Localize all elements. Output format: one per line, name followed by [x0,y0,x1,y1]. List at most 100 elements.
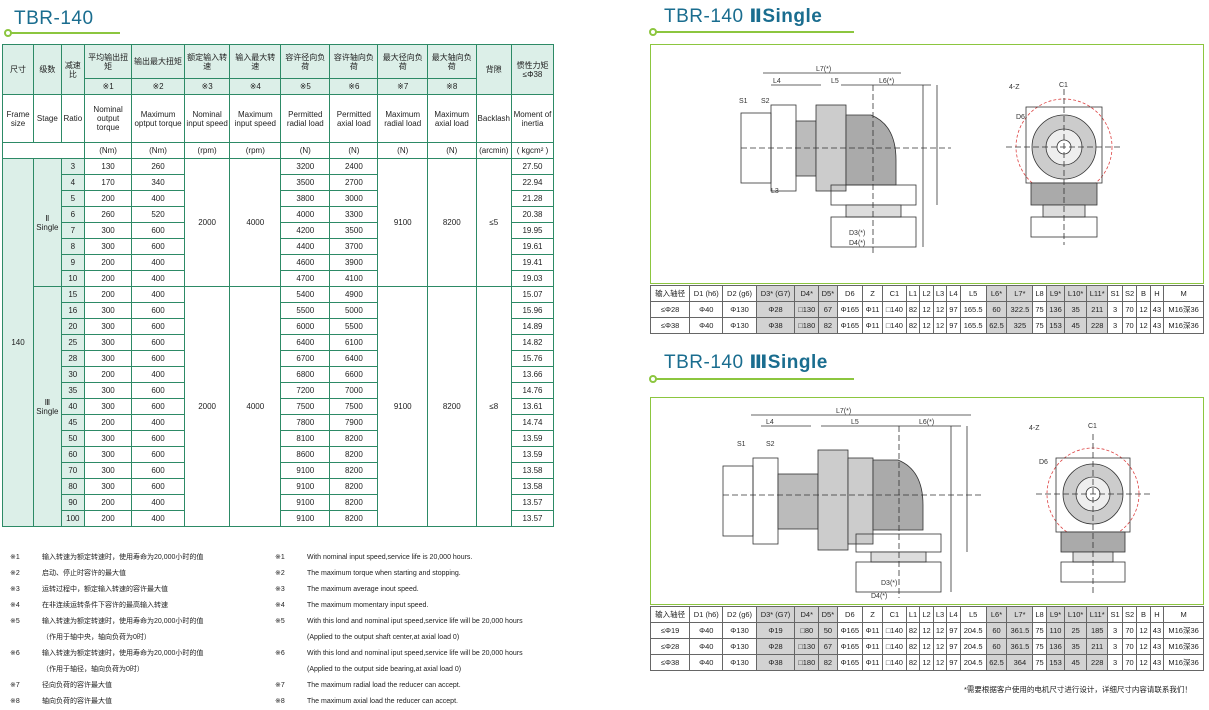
dims-cell: □140 [882,654,907,671]
dims-cell: 60 [985,622,1008,639]
dims-cell: 35 [1064,638,1088,655]
table-cell: 600 [131,462,185,479]
dims-header-cell: D4* [794,285,820,302]
table-cell: 7000 [329,382,379,399]
header-cell: Maximum axial load [426,94,477,143]
section2-drawing: L7(*) L4 L5 L6(*) S1 S2 L3 D4(*) D3(*) 4… [739,66,1121,255]
dims-cell: Φ130 [722,622,757,639]
ratio-cell: 28 [60,350,85,367]
table-cell: 300 [83,398,133,415]
note-mark: ※4 [275,602,285,609]
dims-cell: 70 [1121,622,1138,639]
dims-header-cell: S2 [1121,285,1138,302]
table-cell: 14.74 [511,414,554,431]
dims-header-cell: 输入轴径 [649,285,691,302]
dims-header-cell: D1 (h6) [689,285,724,302]
table-cell: 2000 [183,286,231,527]
dims-cell: 82 [818,317,838,334]
dims-cell: 12 [932,654,948,671]
note-line: (Applied to the output side bearing,at a… [275,662,523,678]
note-text: （作用于轴径，轴向负荷为0时） [42,666,144,673]
table-cell: 600 [131,478,185,495]
table-cell: 20.38 [511,206,554,223]
table-cell: 22.94 [511,174,554,191]
dims-cell: 97 [946,638,961,655]
dims-cell: Φ165 [836,317,864,334]
dims-header-cell: D3* (G7) [755,606,796,623]
dims-cell: ≤Φ28 [649,301,691,318]
dims-header-cell: L7* [1006,285,1034,302]
table-cell: 600 [131,430,185,447]
header-cell: Nominal output torque [83,94,133,143]
dims-cell: 153 [1045,317,1066,334]
table-cell: 6400 [280,334,331,351]
table-cell: 27.50 [511,158,554,175]
dims-cell: 12 [919,317,934,334]
left-title-dot [4,29,12,37]
dims-cell: 204.5 [959,654,987,671]
ratio-cell: 8 [60,238,85,255]
dims-header-cell: D2 (g6) [722,285,757,302]
dim-l5: L5 [831,78,839,85]
dims-cell: 60 [985,638,1008,655]
dims-cell: 12 [919,301,934,318]
dims-header-cell: L5 [959,606,987,623]
header-cell: 额定输入转速 [183,44,231,79]
dims-header-cell: L2 [919,606,934,623]
dims-header-cell: D5* [818,285,838,302]
dims-header-cell: L5 [959,285,987,302]
table-cell: 130 [83,158,133,175]
dim3-l4: L4 [766,419,774,426]
header-cell: 容许轴向负荷 [329,44,379,79]
table-cell: 600 [131,318,185,335]
table-cell: 15.07 [511,286,554,303]
table-cell: 4100 [329,270,379,287]
dims-cell: 3 [1107,301,1123,318]
dims-cell: 45 [1064,317,1088,334]
table-cell: 3500 [280,174,331,191]
table-cell: 13.66 [511,366,554,383]
dims-cell: 3 [1107,654,1123,671]
left-title-underline [8,32,120,34]
ratio-cell: 6 [60,206,85,223]
dims-cell: 12 [1136,638,1151,655]
dim-l7: L7(*) [816,66,831,73]
dims-cell: 70 [1121,654,1138,671]
header-cell: ※1 [83,78,133,95]
section3-dot [649,375,657,383]
section3-drawing: L7(*) L4 L5 L6(*) S1 S2 D3(*) D4(*) 4-Z … [722,408,1151,600]
table-cell: 8200 [329,494,379,511]
dims-header-cell: L6* [985,285,1008,302]
table-cell: 400 [131,270,185,287]
dims-cell: Φ40 [689,317,724,334]
table-cell: 4400 [280,238,331,255]
note-mark: ※2 [10,570,20,577]
table-cell: 14.76 [511,382,554,399]
header-cell: Permitted radial load [280,94,331,143]
note-mark: ※1 [275,554,285,561]
dims-header-cell: L9* [1045,285,1066,302]
table-cell: 600 [131,334,185,351]
table-cell: 600 [131,238,185,255]
dims-cell: M16深36 [1163,622,1204,639]
dims-header-cell: C1 [882,285,907,302]
dims-header-cell: L7* [1006,606,1034,623]
dims-cell: Φ40 [689,638,724,655]
dims-header-cell: D3* (G7) [755,285,796,302]
table-cell: 13.58 [511,478,554,495]
table-cell: 200 [83,254,133,271]
table-cell: 6800 [280,366,331,383]
table-cell: 13.59 [511,430,554,447]
ratio-cell: 40 [60,398,85,415]
table-cell: 4000 [280,206,331,223]
dims-cell: 12 [1136,622,1151,639]
dims-cell: □140 [882,638,907,655]
ratio-cell: 70 [60,462,85,479]
dims-cell: 75 [1032,622,1047,639]
table-cell: 8200 [329,478,379,495]
table-cell: 14.82 [511,334,554,351]
